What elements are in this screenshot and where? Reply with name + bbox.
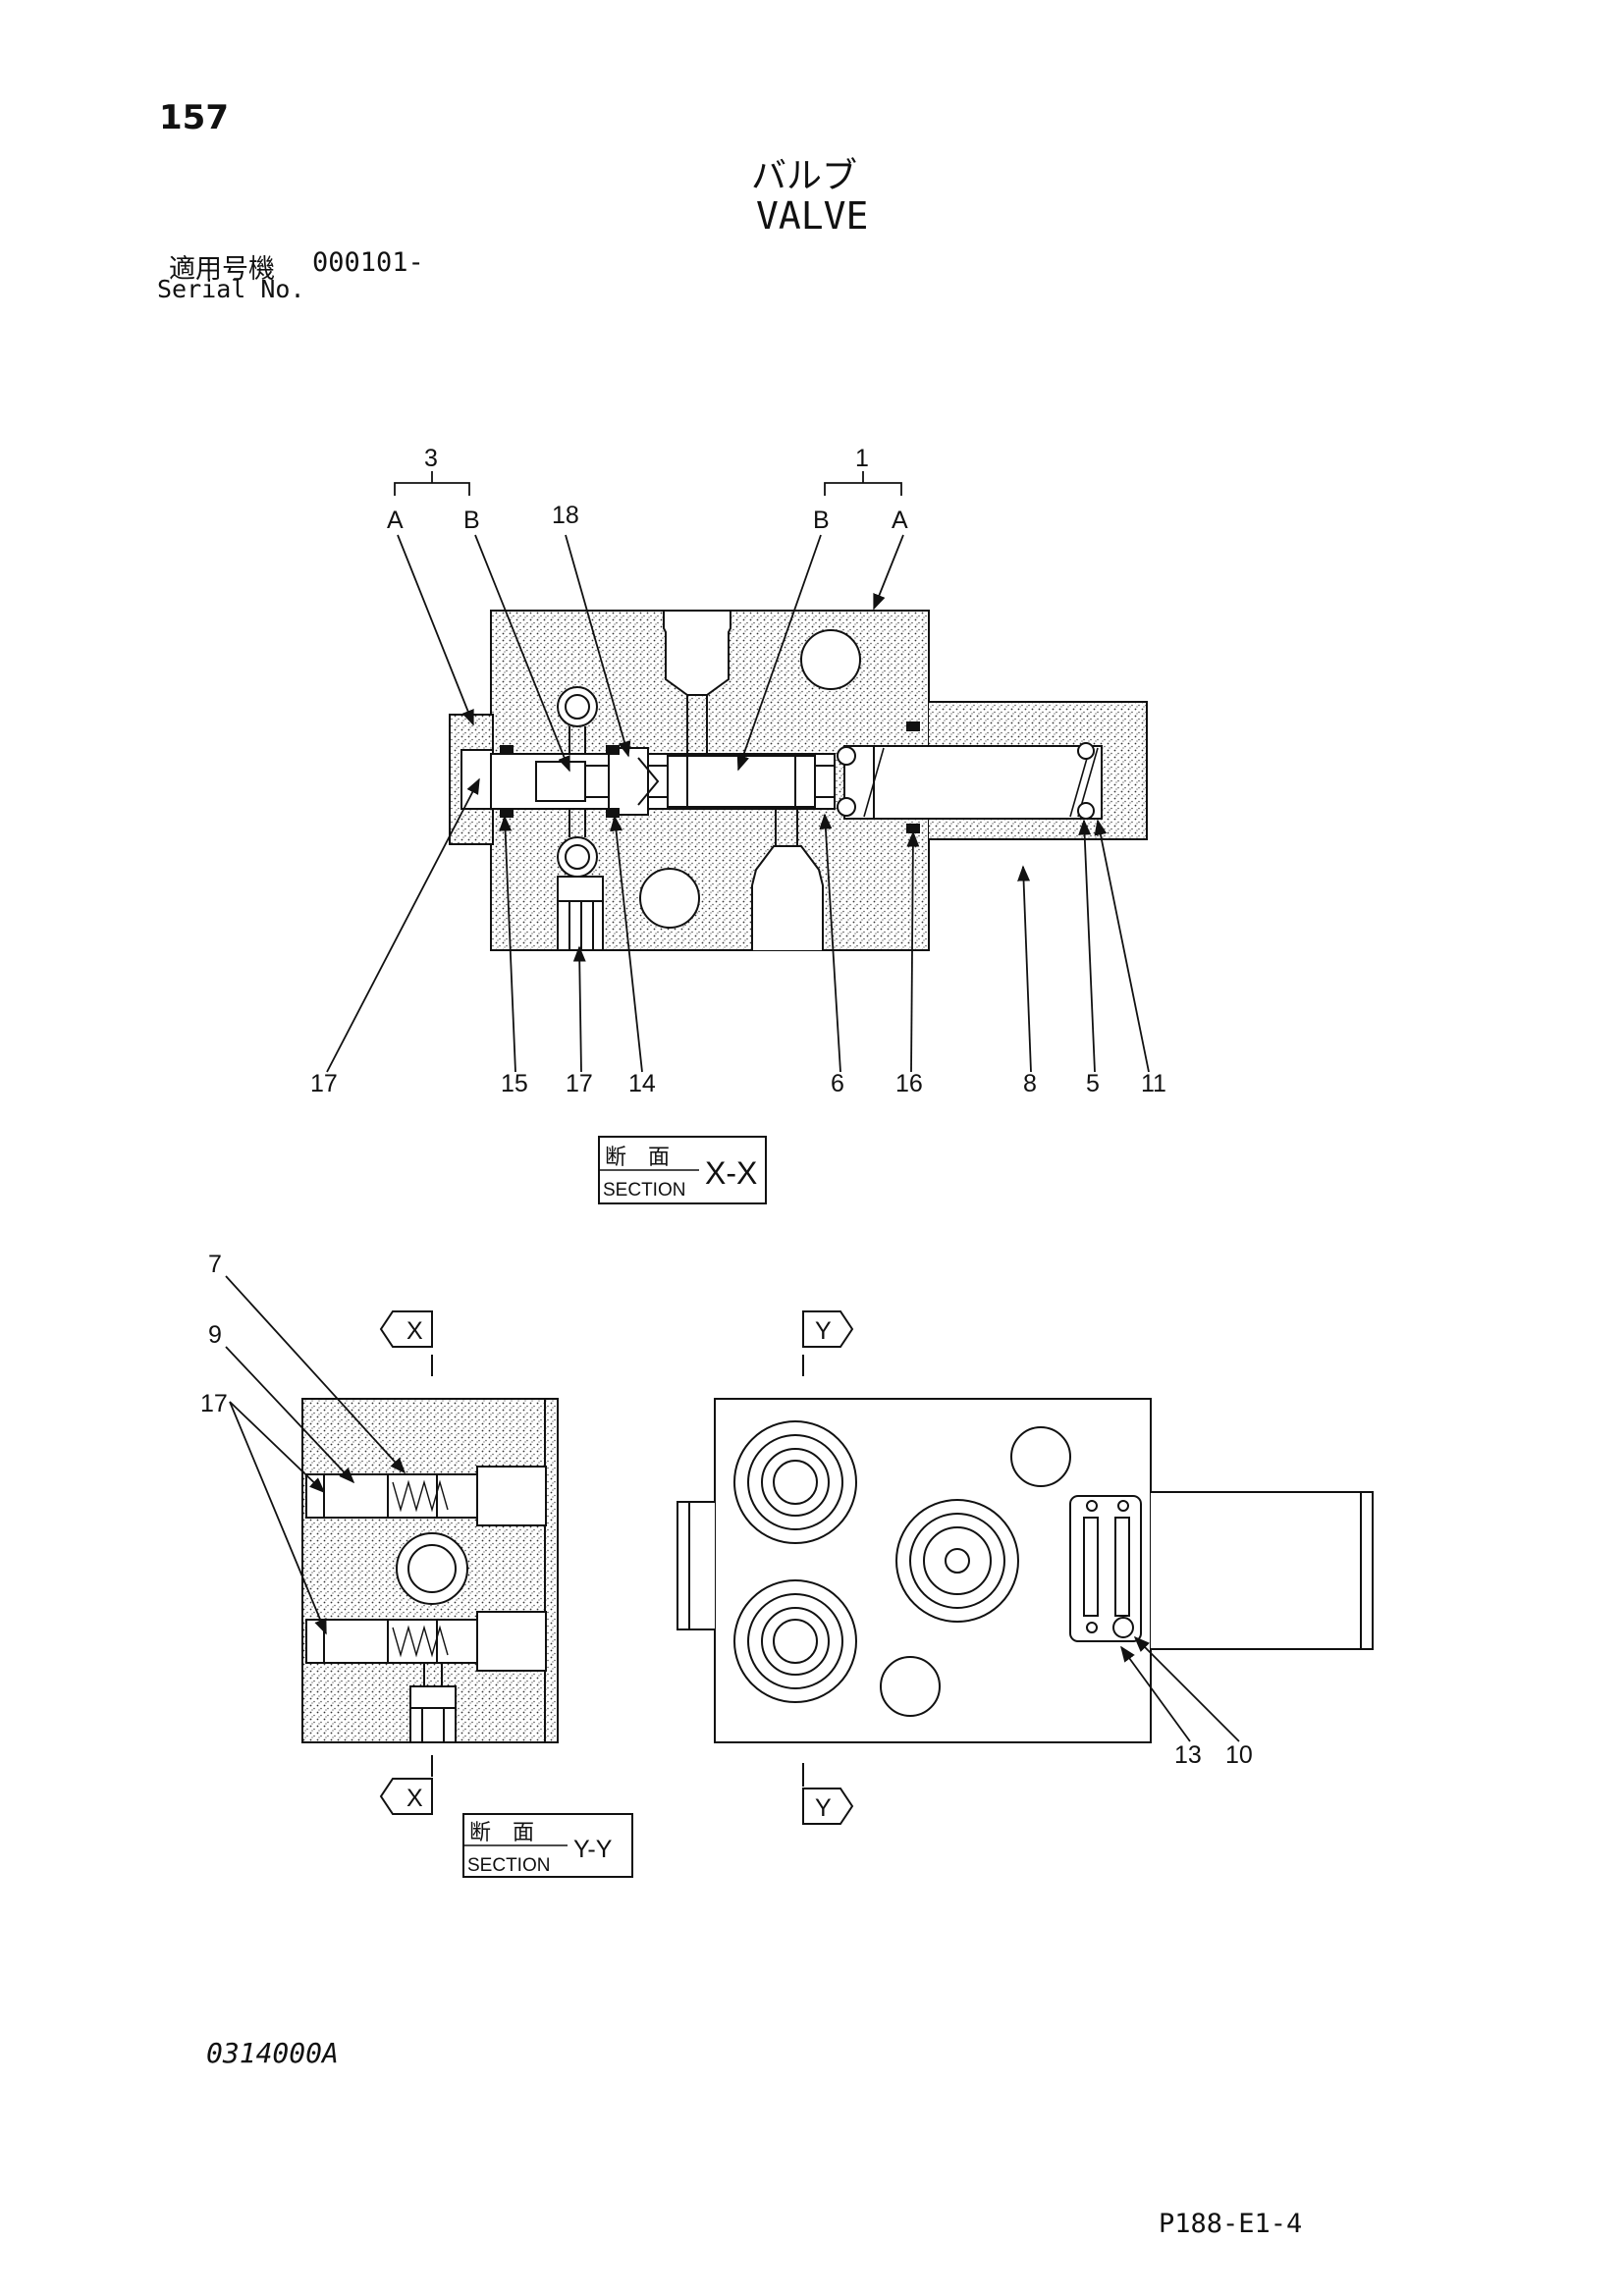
section-xx-tag: X-X xyxy=(705,1155,757,1191)
callout-17-yy: 17 xyxy=(200,1390,228,1417)
callout-3: 3 xyxy=(424,445,438,472)
callout-7: 7 xyxy=(208,1251,222,1278)
callout-3-a: A xyxy=(387,507,404,534)
section-yy-label-jp: 断 面 xyxy=(469,1821,534,1845)
page-reference: P188-E1-4 xyxy=(1159,2209,1303,2239)
callout-17-left: 17 xyxy=(310,1070,338,1097)
section-xx-label: 断 面 SECTION X-X xyxy=(598,1136,767,1204)
page-number: 157 xyxy=(159,98,229,137)
view-marker-y-top xyxy=(802,1310,854,1376)
callout-1: 1 xyxy=(855,445,869,472)
callout-3-b: B xyxy=(463,507,480,534)
serial-label-english: Serial No. xyxy=(157,275,305,303)
callout-11: 11 xyxy=(1141,1070,1166,1097)
valve-external-view xyxy=(677,1398,1374,1743)
view-marker-y-top-label: Y xyxy=(815,1317,832,1345)
callout-1-b: B xyxy=(813,507,830,534)
section-yy-label-en: SECTION xyxy=(467,1855,550,1876)
callout-16: 16 xyxy=(895,1070,923,1097)
callout-6: 6 xyxy=(831,1070,844,1097)
callout-1-a: A xyxy=(892,507,908,534)
view-marker-x-top xyxy=(379,1310,433,1376)
view-marker-y-bottom xyxy=(802,1763,854,1825)
serial-value: 000101- xyxy=(312,247,424,278)
callout-14: 14 xyxy=(628,1070,656,1097)
callout-8: 8 xyxy=(1023,1070,1037,1097)
callout-13: 13 xyxy=(1174,1741,1202,1769)
serial-label-japanese: 適用号機 xyxy=(169,254,275,285)
view-marker-x-bottom-label: X xyxy=(406,1785,423,1812)
section-xx-label-en: SECTION xyxy=(603,1180,685,1201)
view-marker-x-bottom xyxy=(379,1755,433,1815)
callout-15: 15 xyxy=(501,1070,528,1097)
callout-9: 9 xyxy=(208,1321,222,1349)
callout-18: 18 xyxy=(552,502,579,529)
section-yy-label: 断 面 SECTION Y-Y xyxy=(462,1813,633,1878)
section-xx-label-jp: 断 面 xyxy=(605,1146,670,1170)
title-english: VALVE xyxy=(756,194,869,238)
view-marker-y-bottom-label: Y xyxy=(815,1794,832,1822)
section-yy-tag: Y-Y xyxy=(573,1836,613,1863)
callout-10: 10 xyxy=(1225,1741,1253,1769)
section-xx-drawing xyxy=(449,610,1148,951)
callout-17-bottom: 17 xyxy=(566,1070,593,1097)
drawing-code: 0314000A xyxy=(206,2037,339,2069)
title-japanese: バルブ xyxy=(751,156,858,196)
view-marker-x-top-label: X xyxy=(406,1317,423,1345)
section-yy-drawing xyxy=(301,1398,559,1743)
callout-5: 5 xyxy=(1086,1070,1100,1097)
